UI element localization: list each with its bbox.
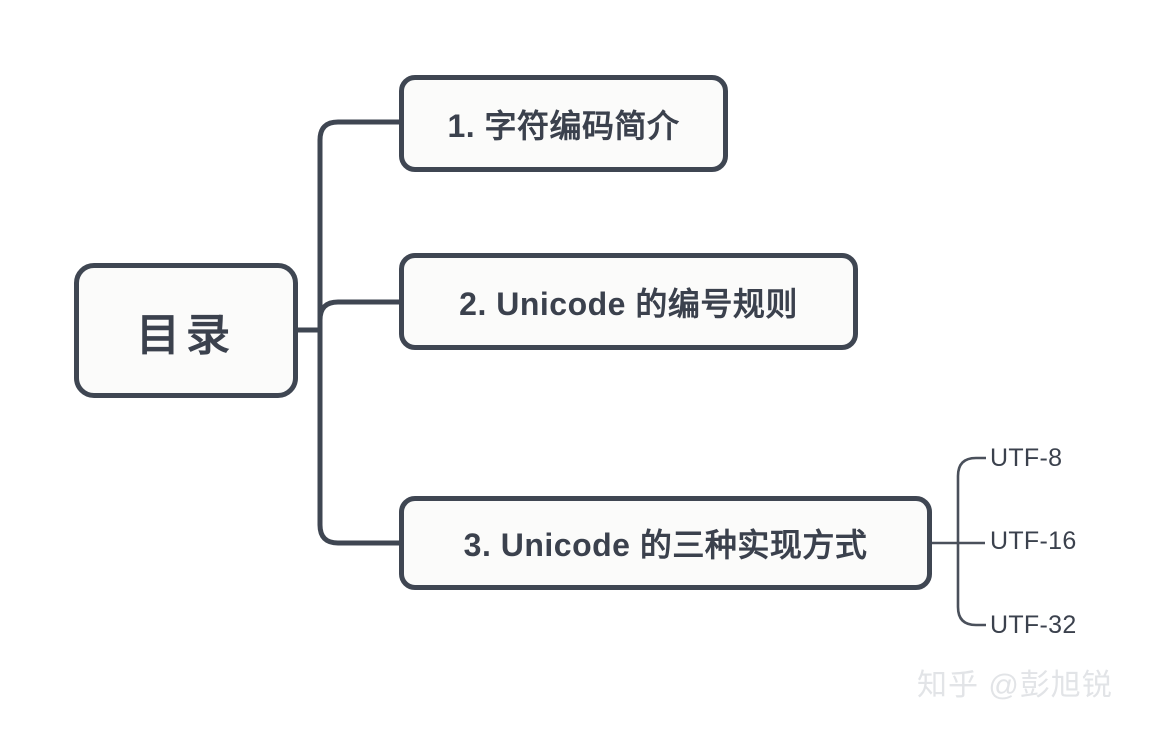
leaf-node-utf-8[interactable]: UTF-8 — [990, 444, 1063, 472]
connector-leaf-utf8 — [956, 456, 986, 477]
connector-trunk-to-branch-3 — [317, 524, 399, 546]
connector-trunk-to-branch-2 — [317, 299, 399, 321]
root-node[interactable]: 目录 — [74, 263, 298, 398]
branch-node-3[interactable]: 3. Unicode 的三种实现方式 — [399, 496, 932, 590]
watermark: 知乎 @彭旭锐 — [917, 669, 1113, 702]
leaf-node-utf-16[interactable]: UTF-16 — [990, 527, 1077, 555]
leaf-node-utf-32[interactable]: UTF-32 — [990, 611, 1077, 639]
connector-trunk-to-branch-1 — [317, 119, 399, 141]
connector-leaf-utf32 — [956, 606, 986, 627]
branch-node-1[interactable]: 1. 字符编码简介 — [399, 75, 728, 172]
branch-node-2[interactable]: 2. Unicode 的编号规则 — [399, 253, 858, 350]
